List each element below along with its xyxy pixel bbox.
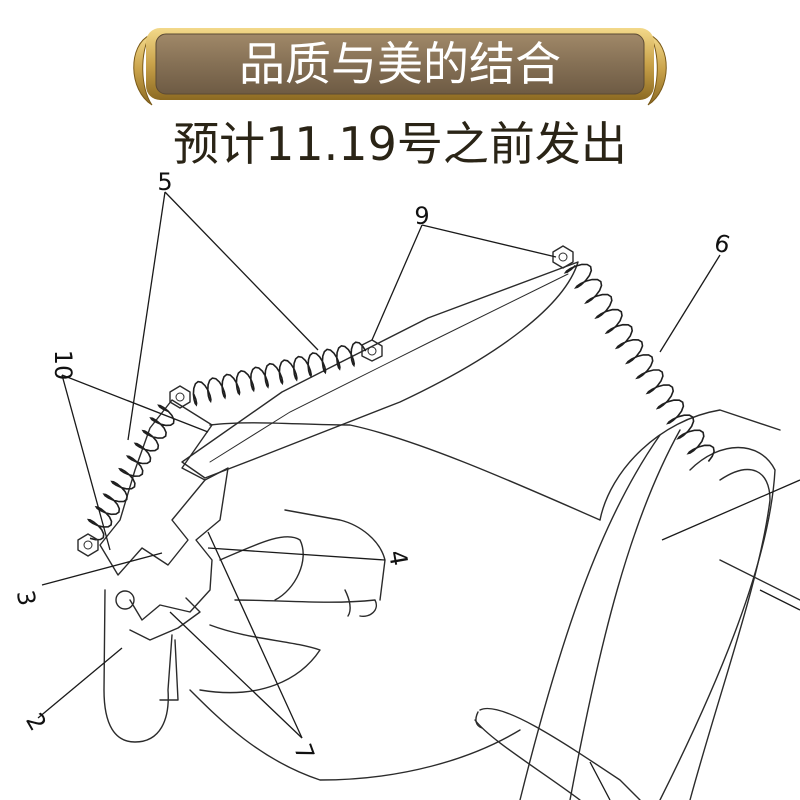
strap [474, 707, 641, 800]
callout-labels: 5 9 6 10 4 3 2 7 [11, 168, 733, 764]
banner-title: 品质与美的结合 [239, 37, 561, 91]
callout-7: 7 [288, 740, 320, 764]
banner-plate [155, 33, 645, 95]
spring-upper [192, 341, 367, 407]
callout-10: 10 [49, 350, 77, 381]
callout-9: 9 [414, 202, 429, 230]
callout-3: 3 [11, 588, 41, 608]
title-banner: 品质与美的结合 [133, 28, 667, 106]
hand-outline [189, 422, 601, 781]
shipping-note: 预计11.19号之前发出 [173, 117, 627, 171]
spring-eyelets [77, 245, 574, 557]
banner-ornament-right [647, 33, 667, 106]
pivot-pin [115, 590, 135, 610]
callout-4: 4 [383, 548, 413, 568]
callout-5: 5 [157, 168, 172, 196]
callout-2: 2 [20, 708, 52, 735]
banner-ornament-left [133, 33, 153, 106]
leader-lines [37, 191, 800, 800]
callout-6: 6 [711, 229, 733, 260]
wrist-cuff [519, 409, 800, 800]
spring-right [563, 263, 715, 462]
knife-blade [181, 261, 579, 479]
